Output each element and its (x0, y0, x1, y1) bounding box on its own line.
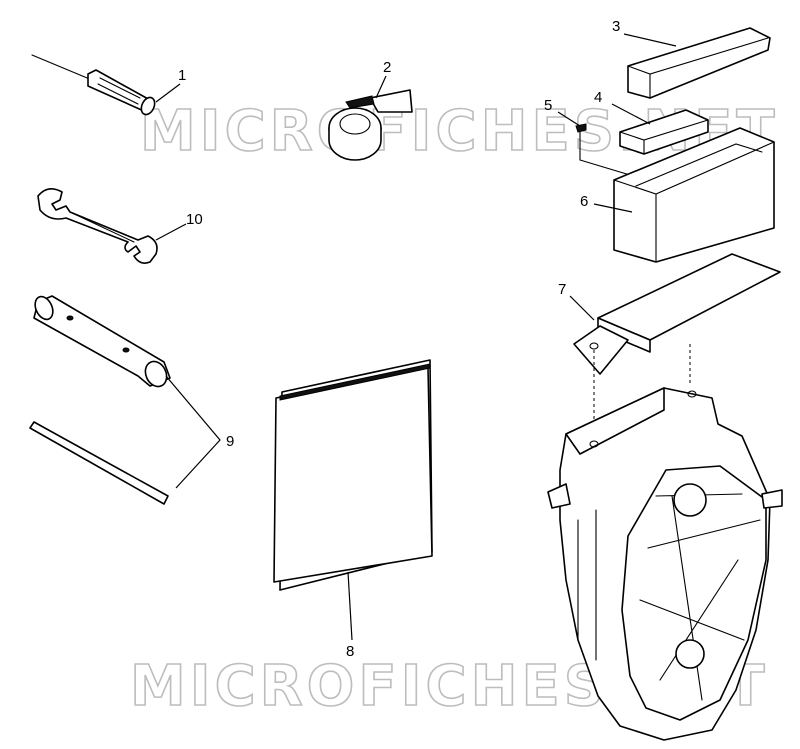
tape-roll (328, 89, 413, 161)
callout-label: 2 (383, 59, 391, 76)
callout-label: 3 (612, 18, 620, 35)
mounting-screw (575, 123, 641, 179)
owners-manual (273, 359, 433, 591)
callout-label: 9 (226, 433, 234, 450)
callout-label: 10 (186, 211, 203, 228)
callout-label: 8 (346, 643, 354, 660)
box-lid (627, 27, 771, 99)
chaincase-housing (547, 387, 783, 741)
tool-box (613, 127, 775, 263)
open-end-wrench (37, 188, 158, 264)
mounting-bracket (573, 253, 781, 440)
tommy-bar (29, 421, 169, 505)
foam-pad (619, 109, 709, 155)
callout-label: 6 (580, 193, 588, 210)
leader-lines (155, 33, 677, 641)
callout-label: 7 (558, 281, 566, 298)
callout-label: 5 (544, 97, 552, 114)
callout-label: 1 (178, 67, 186, 84)
box-wrench (33, 295, 171, 388)
callout-label: 4 (594, 89, 602, 106)
screwdriver (31, 54, 156, 116)
